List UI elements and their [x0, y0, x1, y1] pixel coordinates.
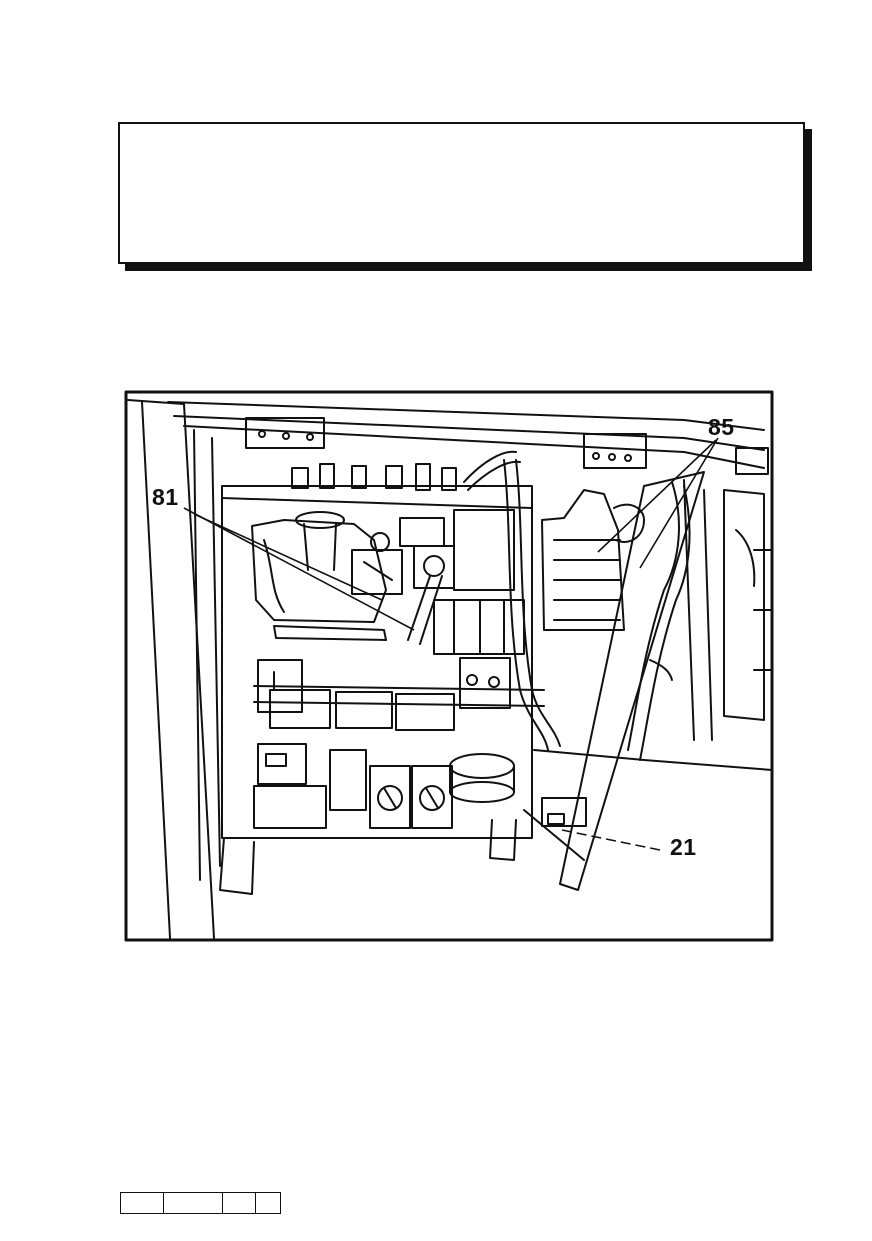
leader-line-81b: [193, 513, 383, 601]
technical-illustration: 81 85 21: [124, 390, 774, 942]
leader-line-21: [561, 829, 661, 851]
callout-85: 85: [708, 414, 735, 440]
leader-line-85b: [639, 437, 719, 569]
footer-cell: [120, 1192, 164, 1214]
illustration-drawing: [124, 390, 774, 942]
page-footer-table: [120, 1192, 281, 1214]
title-box: [118, 122, 805, 264]
footer-cell: [163, 1192, 223, 1214]
footer-cell: [222, 1192, 256, 1214]
leader-line-81: [183, 507, 415, 631]
footer-cell: [255, 1192, 281, 1214]
leader-line-85: [597, 439, 717, 553]
callout-81: 81: [152, 484, 179, 510]
callout-21: 21: [670, 834, 697, 860]
